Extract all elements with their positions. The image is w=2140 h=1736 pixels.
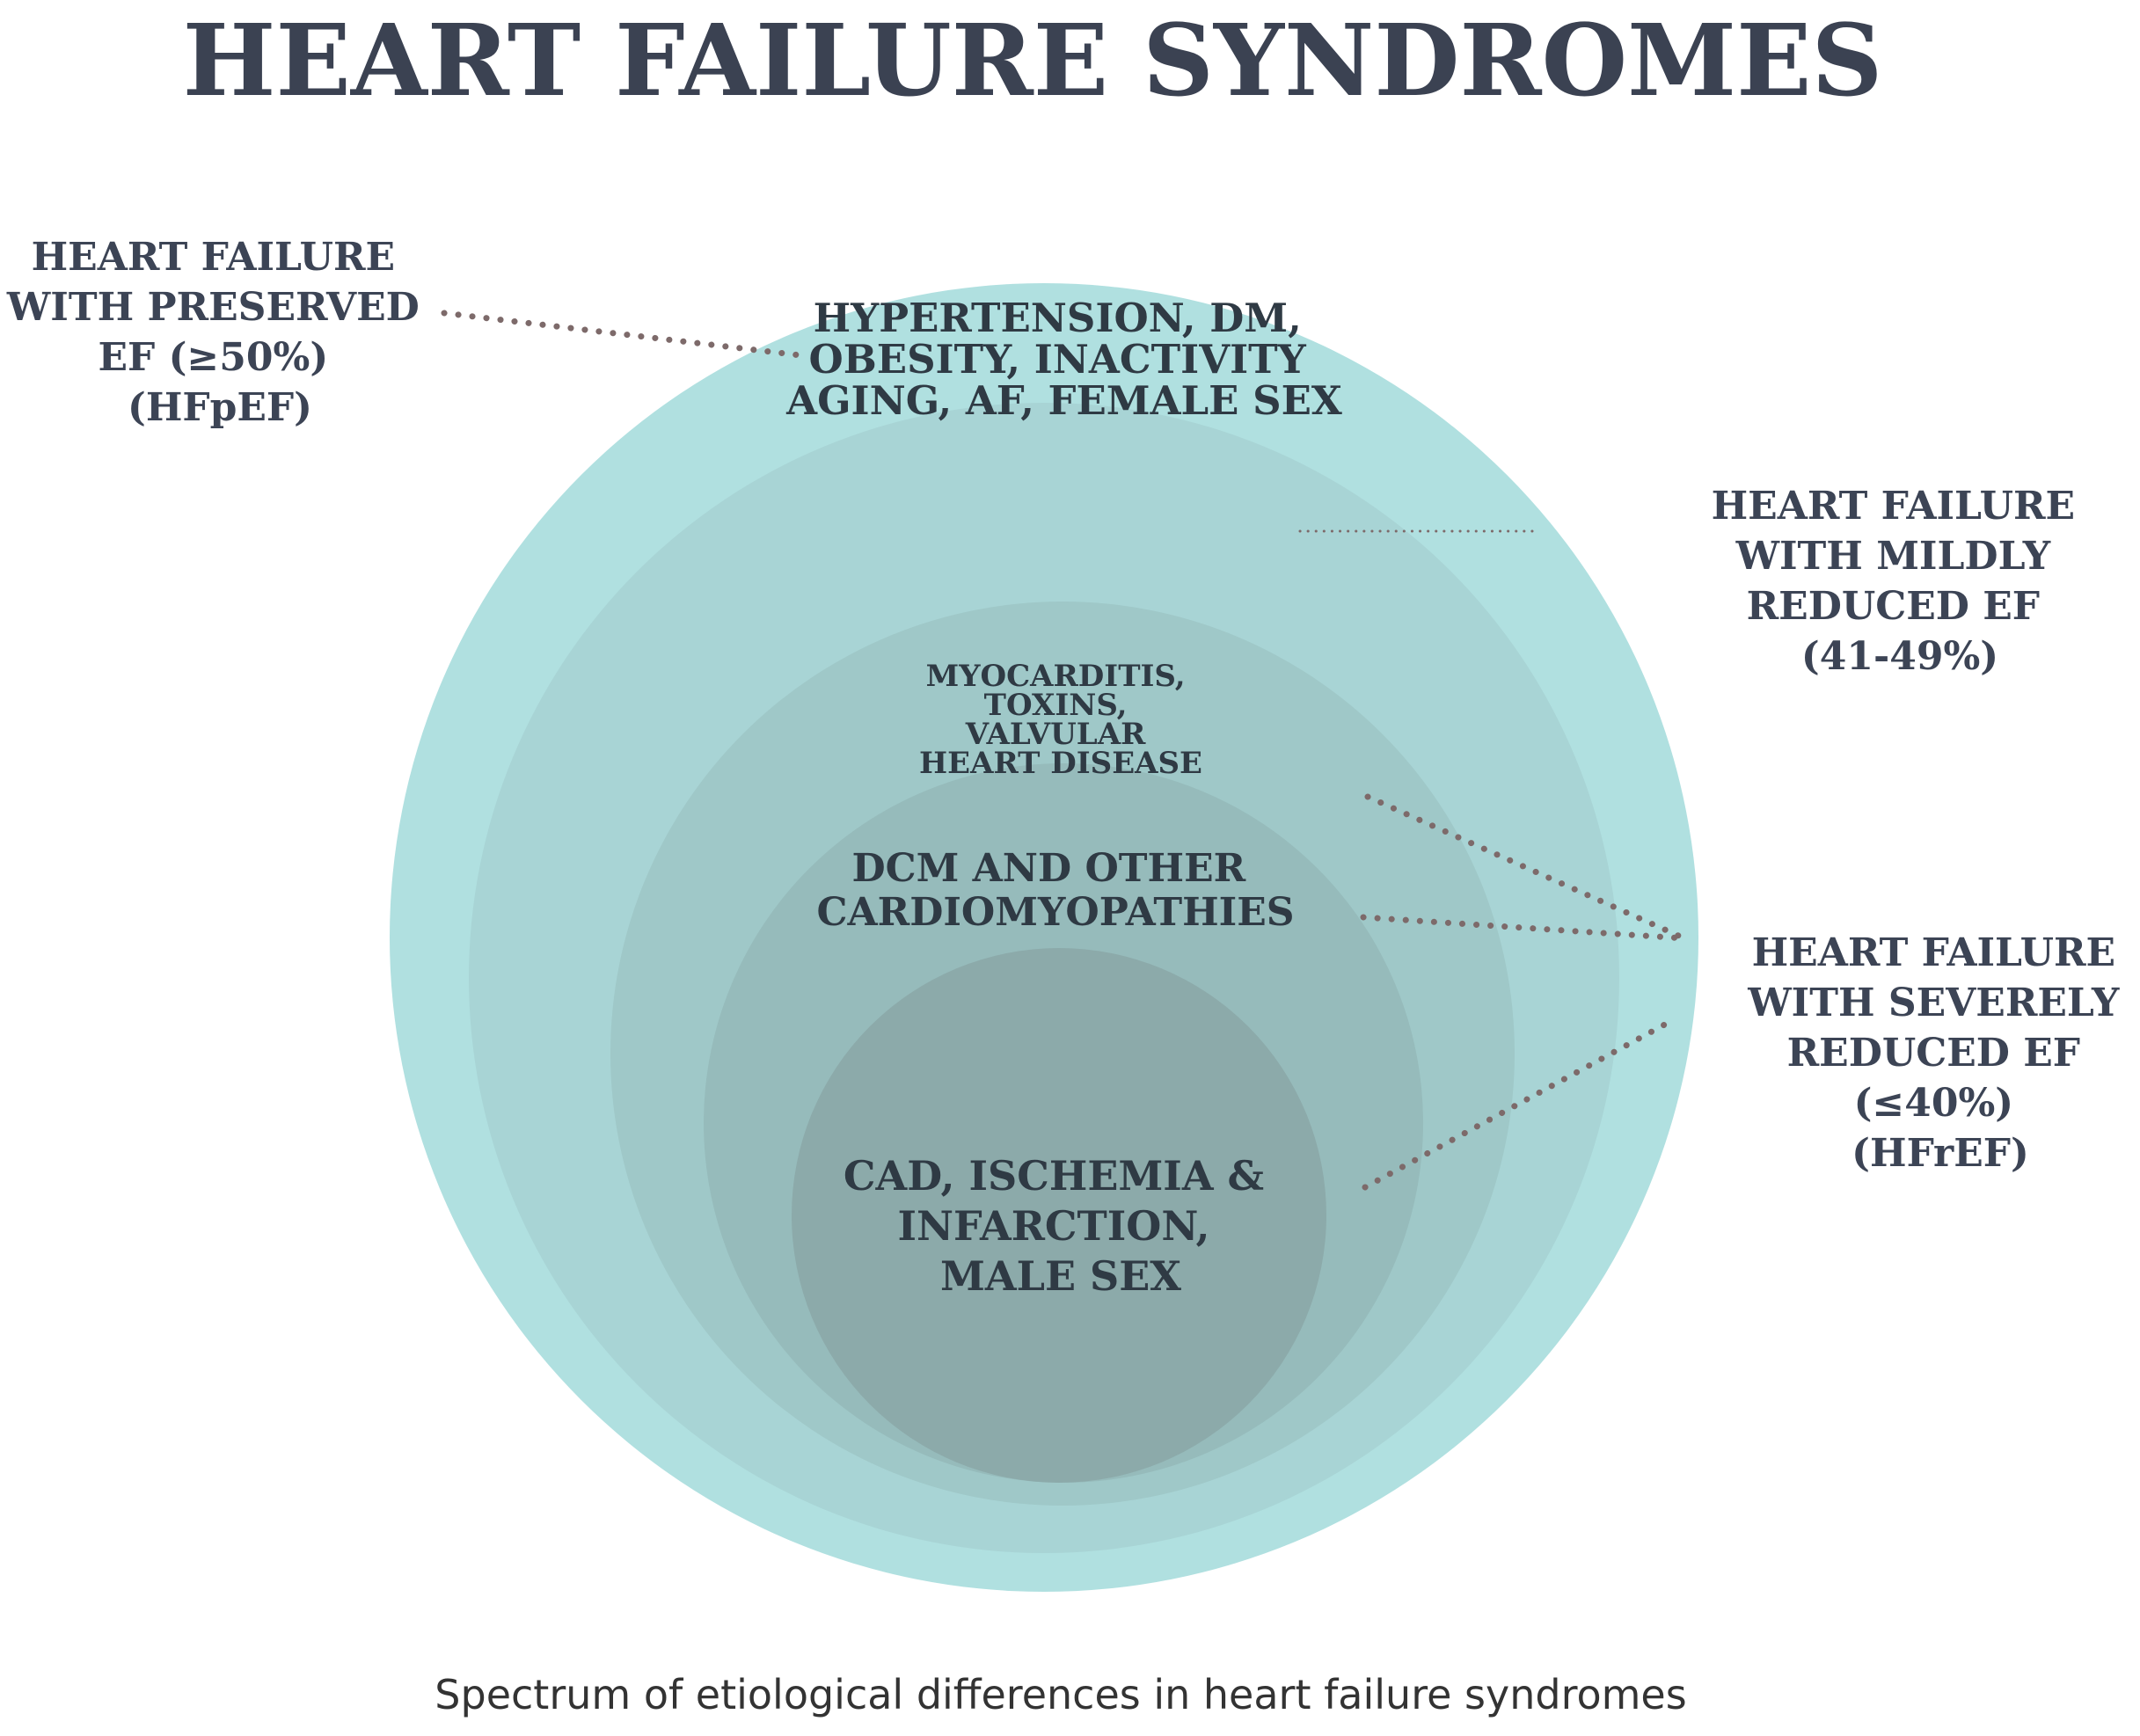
hfref-label: HEART FAILURE WITH SEVERELY REDUCED EF (… <box>1747 930 2133 1176</box>
leader-line-hfpef <box>441 310 804 359</box>
leader-line-myocarditis <box>1364 793 1688 942</box>
hfmref-label: HEART FAILURE WITH MILDLY REDUCED EF (41… <box>1712 484 2089 679</box>
etiology-dcm: DCM AND OTHER CARDIOMYOPATHIES <box>816 846 1294 935</box>
etiology-middle: MYOCARDITIS, TOXINS, VALVULAR HEART DISE… <box>919 659 1202 781</box>
core-cad <box>792 948 1326 1483</box>
hfpef-label: HEART FAILURE WITH PRESERVED EF (≥50%) (… <box>6 235 433 430</box>
leader-line-cad <box>1362 1018 1675 1191</box>
figure-caption: Spectrum of etiological differences in h… <box>435 1671 1686 1718</box>
page-title: HEART FAILURE SYNDROMES <box>183 4 1883 119</box>
etiology-core: CAD, ISCHEMIA & INFARCTION, MALE SEX <box>844 1152 1278 1300</box>
etiology-outer: HYPERTENSION, DM, OBESITY, INACTIVITY AG… <box>785 295 1342 424</box>
leader-line-dcm <box>1360 914 1688 942</box>
